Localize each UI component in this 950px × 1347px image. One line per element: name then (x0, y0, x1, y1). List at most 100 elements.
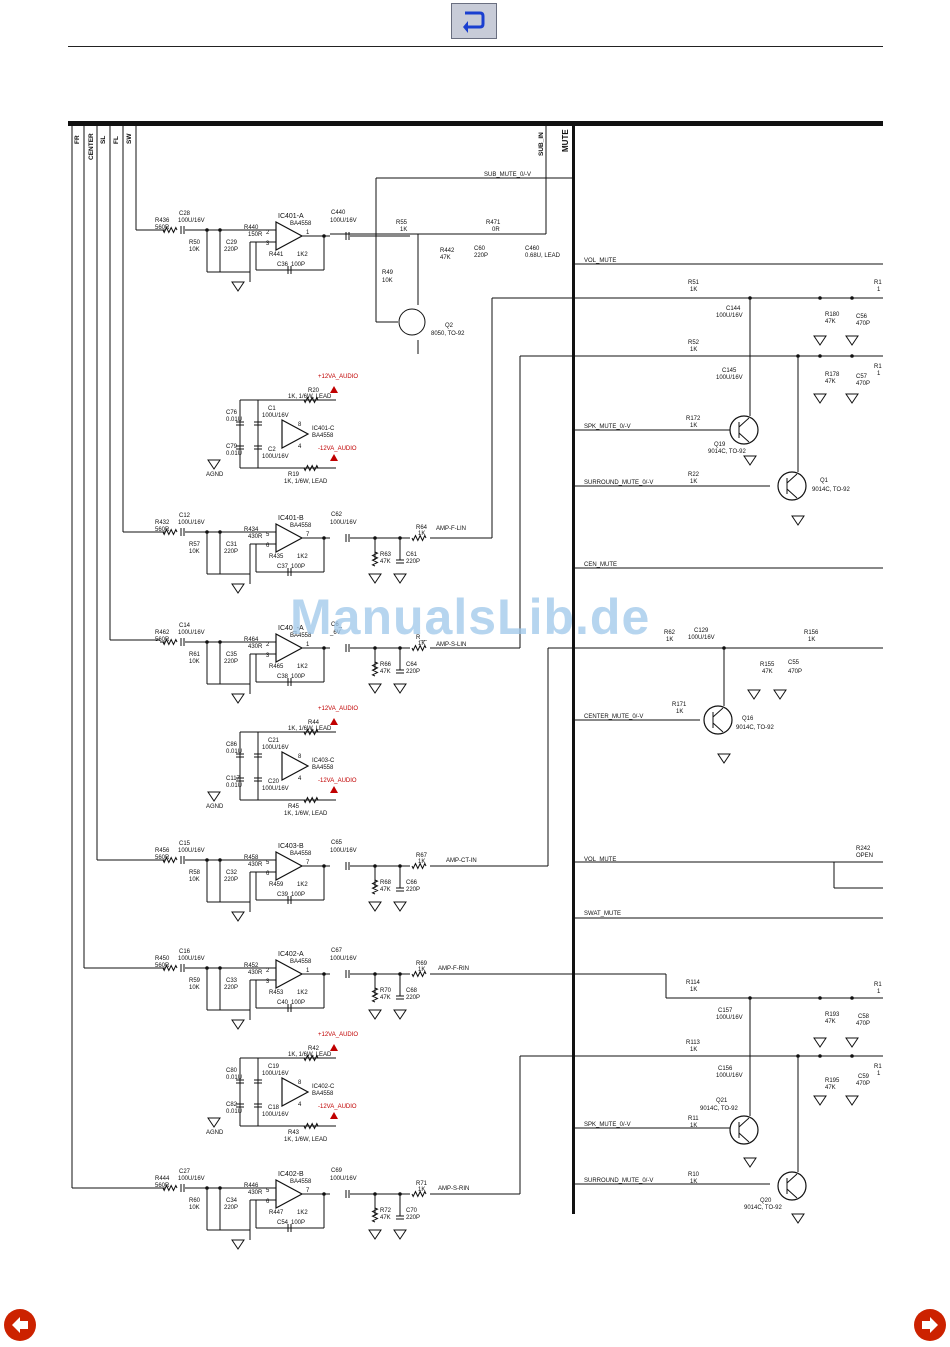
r156-value: 1K (808, 637, 815, 643)
ic-label: IC402-C (312, 1084, 335, 1090)
junction-dot (322, 646, 326, 650)
junction-dot (322, 536, 326, 540)
q21-transistor (729, 1115, 759, 1145)
c60-value: 220P (474, 253, 488, 259)
c-a-label: C86 (226, 742, 238, 748)
agnd-symbol (791, 1213, 805, 1224)
agnd-symbol (747, 689, 761, 700)
output-capacitor (345, 970, 350, 978)
rin-value: 560R (155, 855, 170, 861)
c-a-label: C80 (226, 1068, 238, 1074)
r114-label: R114 (686, 980, 701, 986)
junction-dot (205, 640, 209, 644)
junction-dot (850, 296, 854, 300)
output-capacitor (345, 644, 350, 652)
ic-part: BA4558 (290, 851, 312, 857)
supply-pos-label: +12VA_AUDIO (318, 706, 358, 712)
r155-value: 47K (762, 669, 773, 675)
r178-value: 47K (825, 379, 836, 385)
rfb-label: R465 (269, 664, 284, 670)
r180-value: 47K (825, 319, 836, 325)
junction-dot (796, 1054, 800, 1058)
rin-value: 560R (155, 963, 170, 969)
junction-dot (322, 1192, 326, 1196)
net-swat-mute: SWAT_MUTE (584, 911, 621, 917)
decoupling-capacitor (236, 777, 244, 782)
opamp-symbol (275, 632, 304, 664)
agnd-label: AGND (206, 804, 224, 810)
cout-label: C65 (331, 840, 343, 846)
r171-label: R171 (672, 702, 687, 708)
rin-label: R436 (155, 218, 170, 224)
r10-label: R10 (688, 1172, 700, 1178)
q1-transistor (777, 471, 807, 501)
agnd-label: AGND (206, 1130, 224, 1136)
negative-supply-arrow (330, 786, 338, 793)
r195-value: 47K (825, 1085, 836, 1091)
cf-label: C32 (226, 870, 238, 876)
junction-dot (218, 966, 222, 970)
r195-label: R195 (825, 1078, 840, 1084)
r52-value: 1K (690, 347, 697, 353)
previous-page-button[interactable] (3, 1308, 37, 1342)
supply-neg-label: -12VA_AUDIO (318, 446, 357, 452)
pin-label: 1 (306, 642, 310, 648)
r-bot-label: R43 (288, 1130, 300, 1136)
cf-value: 220P (224, 659, 238, 665)
rsh-value: 47K (380, 1215, 391, 1221)
junction-dot (373, 536, 377, 540)
rs-label: R434 (244, 527, 259, 533)
c57-label: C57 (856, 374, 868, 380)
agnd-symbol (231, 1239, 245, 1250)
c144-value: 100U/16V (716, 313, 743, 319)
cut-label: R1 (874, 280, 882, 286)
cfb-value: 100P (291, 1220, 305, 1226)
csh-value: 220P (406, 1215, 420, 1221)
agnd-symbol (231, 583, 245, 594)
c157-label: C157 (718, 1008, 733, 1014)
c-top-value: 100U/16V (262, 413, 289, 419)
back-button[interactable] (451, 3, 497, 39)
cf-label: C35 (226, 652, 238, 658)
agnd-symbol (368, 1009, 382, 1020)
agnd-symbol (717, 753, 731, 764)
positive-supply-arrow (330, 1044, 338, 1051)
cout-label: C69 (331, 1168, 343, 1174)
cut-label: 1 (877, 989, 881, 995)
cin-value: 100U/16V (178, 218, 205, 224)
r22-value: 1K (690, 479, 697, 485)
cout-value: 100U/16V (330, 218, 357, 224)
junction-dot (322, 864, 326, 868)
q2-value: 8050, TO-92 (431, 331, 465, 337)
supply-neg-label: -12VA_AUDIO (318, 1104, 357, 1110)
rin-value: 560R (155, 1183, 170, 1189)
rsh-label: R63 (380, 552, 392, 558)
rsh-value: 47K (380, 887, 391, 893)
cin-label: C28 (179, 211, 191, 217)
series-resistor (411, 534, 427, 542)
next-page-button[interactable] (913, 1308, 947, 1342)
agnd-symbol (791, 515, 805, 526)
agnd-symbol (813, 335, 827, 346)
r114-value: 1K (690, 987, 697, 993)
input-capacitor (180, 1184, 185, 1192)
ic-part: BA4558 (312, 765, 334, 771)
c-b-value: 0.01U (226, 783, 242, 789)
junction-dot (748, 996, 752, 1000)
bus-label-sw: SW (126, 133, 133, 144)
q16-label: Q16 (742, 716, 754, 722)
rsh-label: R72 (380, 1208, 392, 1214)
ic-label: IC40_-A (278, 625, 304, 632)
decoupling-capacitor (236, 445, 244, 450)
cfb-value: 100P (291, 262, 305, 268)
net-sub-mute: SUB_MUTE_0/-V (484, 172, 531, 178)
agnd-symbol (207, 459, 221, 470)
net-cen-mute: CEN_MUTE (584, 562, 617, 568)
cf-value: 220P (224, 247, 238, 253)
junction-dot (322, 234, 326, 238)
pin-label: 8 (298, 422, 302, 428)
c-bot-value: 100U/16V (262, 454, 289, 460)
ic-part: BA4558 (290, 221, 312, 227)
ic-part: BA4558 (290, 1179, 312, 1185)
rg-value: 10K (189, 659, 200, 665)
